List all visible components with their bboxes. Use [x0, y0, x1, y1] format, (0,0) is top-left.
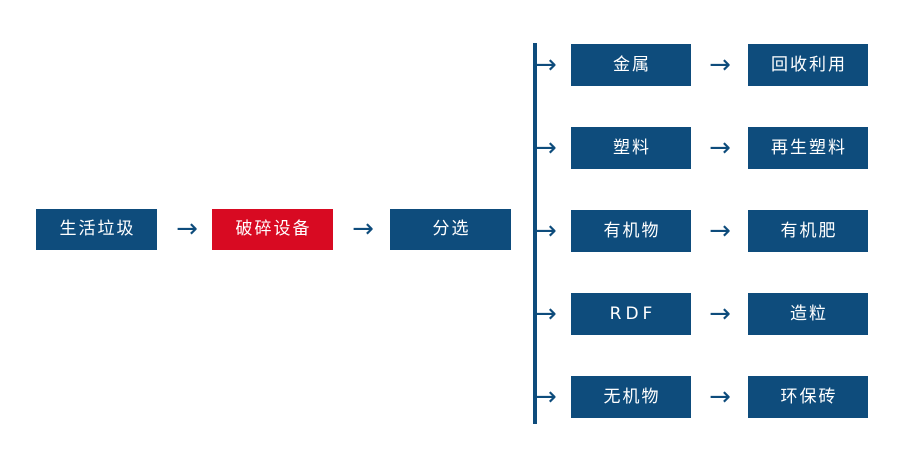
branch-arrow-right-icon: → — [535, 50, 557, 80]
arrow-right-icon: → — [709, 382, 731, 412]
node-category-metal[interactable]: 金属 — [571, 44, 691, 86]
node-result-granulation[interactable]: 造粒 — [748, 293, 868, 335]
arrow-right-icon: → — [709, 216, 731, 246]
arrow-right-icon: → — [709, 299, 731, 329]
node-category-organic-matter[interactable]: 有机物 — [571, 210, 691, 252]
branch-arrow-right-icon: → — [535, 216, 557, 246]
arrow-right-icon: → — [352, 214, 374, 244]
node-category-plastic[interactable]: 塑料 — [571, 127, 691, 169]
node-crushing-equipment[interactable]: 破碎设备 — [212, 209, 333, 250]
arrow-right-icon: → — [709, 133, 731, 163]
node-category-inorganic-matter[interactable]: 无机物 — [571, 376, 691, 418]
branch-trunk-line — [533, 43, 537, 424]
branch-row: → RDF → 造粒 — [0, 293, 900, 335]
branch-row: → 塑料 → 再生塑料 — [0, 127, 900, 169]
branch-arrow-right-icon: → — [535, 382, 557, 412]
node-result-recycled-plastic[interactable]: 再生塑料 — [748, 127, 868, 169]
node-result-recycling[interactable]: 回收利用 — [748, 44, 868, 86]
branch-arrow-right-icon: → — [535, 299, 557, 329]
node-category-rdf[interactable]: RDF — [571, 293, 691, 335]
node-household-waste[interactable]: 生活垃圾 — [36, 209, 157, 250]
node-sorting[interactable]: 分选 — [390, 209, 511, 250]
node-result-eco-brick[interactable]: 环保砖 — [748, 376, 868, 418]
arrow-right-icon: → — [709, 50, 731, 80]
arrow-right-icon: → — [176, 214, 198, 244]
branch-row: → 有机物 → 有机肥 — [0, 210, 900, 252]
branch-arrow-right-icon: → — [535, 133, 557, 163]
branch-row: → 金属 → 回收利用 — [0, 44, 900, 86]
branch-row: → 无机物 → 环保砖 — [0, 376, 900, 418]
node-result-organic-fertilizer[interactable]: 有机肥 — [748, 210, 868, 252]
